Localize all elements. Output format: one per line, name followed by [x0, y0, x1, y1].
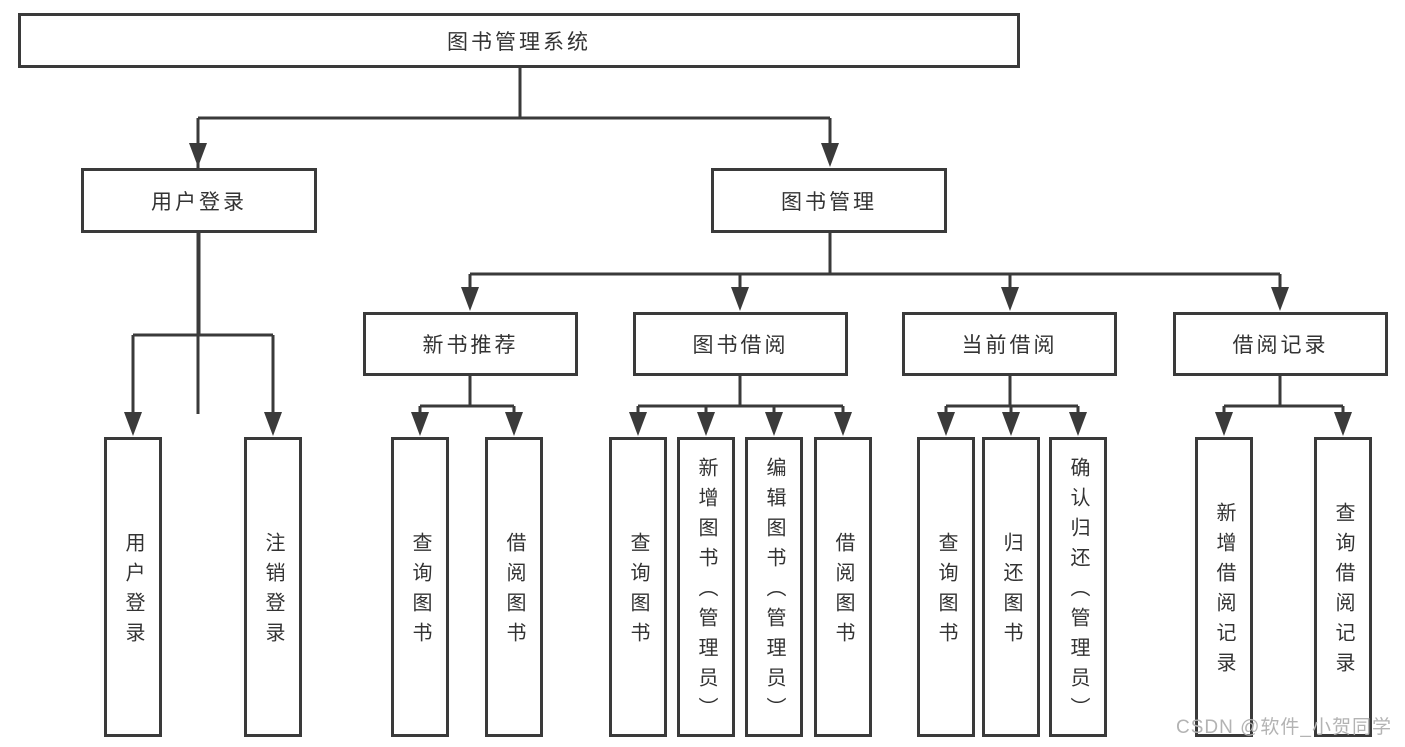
- arrow-down-icon: [731, 287, 749, 311]
- leaf-query-books-newbooks-label: 查询图书: [409, 532, 431, 652]
- connector-level3-buses: [420, 376, 1343, 408]
- arrow-down-icon: [1334, 412, 1352, 436]
- arrow-down-icon: [937, 412, 955, 436]
- connector-lines: [131, 67, 1345, 415]
- leaf-add-borrow-record-label: 新增借阅记录: [1213, 502, 1235, 682]
- leaf-query-books-current: 查询图书: [917, 437, 975, 737]
- leaf-user-login-label: 用户登录: [122, 532, 144, 652]
- node-user-login-label: 用户登录: [151, 190, 247, 214]
- node-borrow-records: 借阅记录: [1173, 312, 1388, 376]
- arrow-down-icon: [1001, 287, 1019, 311]
- node-user-login: 用户登录: [81, 168, 317, 233]
- root-node-label: 图书管理系统: [447, 30, 591, 54]
- leaf-query-books-borrowing-label: 查询图书: [627, 532, 649, 652]
- leaf-add-borrow-record: 新增借阅记录: [1195, 437, 1253, 737]
- leaf-query-borrow-record: 查询借阅记录: [1314, 437, 1372, 737]
- arrow-down-icon: [629, 412, 647, 436]
- node-new-book-recommend-label: 新书推荐: [422, 334, 519, 357]
- leaf-query-books-borrowing: 查询图书: [609, 437, 667, 737]
- connector-user-login-branch: [131, 233, 275, 415]
- arrow-down-icon: [124, 412, 142, 436]
- node-borrow-records-label: 借阅记录: [1232, 334, 1329, 357]
- arrow-down-icon: [1271, 287, 1289, 311]
- node-book-borrowing-label: 图书借阅: [692, 334, 789, 357]
- arrow-down-icon: [834, 412, 852, 436]
- arrow-down-icon: [697, 412, 715, 436]
- leaf-logout-label: 注销登录: [262, 532, 284, 652]
- node-book-management-label: 图书管理: [781, 190, 877, 214]
- node-book-management: 图书管理: [711, 168, 947, 233]
- leaf-edit-book-admin: 编辑图书（管理员）: [745, 437, 803, 737]
- leaf-user-login: 用户登录: [104, 437, 162, 737]
- arrow-down-icon: [264, 412, 282, 436]
- leaf-query-books-newbooks: 查询图书: [391, 437, 449, 737]
- leaf-borrow-books-newbooks: 借阅图书: [485, 437, 543, 737]
- connector-root-to-level2: [196, 67, 832, 414]
- csdn-watermark: CSDN @软件_小贺同学: [1176, 717, 1392, 738]
- leaf-query-borrow-record-label: 查询借阅记录: [1332, 502, 1354, 682]
- arrow-down-icon: [505, 412, 523, 436]
- arrowhead-icons: [124, 143, 1352, 436]
- leaf-add-book-admin-label: 新增图书（管理员）: [695, 457, 717, 727]
- arrow-down-icon: [411, 412, 429, 436]
- arrow-down-icon: [1215, 412, 1233, 436]
- leaf-borrow-books-borrowing: 借阅图书: [814, 437, 872, 737]
- node-current-borrowing-label: 当前借阅: [961, 334, 1058, 357]
- leaf-borrow-books-borrowing-label: 借阅图书: [832, 532, 854, 652]
- arrow-down-icon: [765, 412, 783, 436]
- arrow-down-icon: [1069, 412, 1087, 436]
- connector-book-mgmt-branch: [468, 233, 1282, 290]
- leaf-confirm-return-admin-label: 确认归还（管理员）: [1067, 457, 1089, 727]
- node-book-borrowing: 图书借阅: [633, 312, 848, 376]
- arrow-down-icon: [821, 143, 839, 167]
- leaf-query-books-current-label: 查询图书: [935, 532, 957, 652]
- leaf-return-books-label: 归还图书: [1000, 532, 1022, 652]
- leaf-add-book-admin: 新增图书（管理员）: [677, 437, 735, 737]
- connector-leaf-stems: [418, 406, 1345, 415]
- leaf-borrow-books-newbooks-label: 借阅图书: [503, 532, 525, 652]
- arrow-down-icon: [189, 143, 207, 167]
- arrow-down-icon: [1002, 412, 1020, 436]
- node-current-borrowing: 当前借阅: [902, 312, 1117, 376]
- node-new-book-recommend: 新书推荐: [363, 312, 578, 376]
- leaf-logout: 注销登录: [244, 437, 302, 737]
- leaf-confirm-return-admin: 确认归还（管理员）: [1049, 437, 1107, 737]
- root-node-library-management-system: 图书管理系统: [18, 13, 1020, 68]
- leaf-return-books: 归还图书: [982, 437, 1040, 737]
- arrow-down-icon: [461, 287, 479, 311]
- leaf-edit-book-admin-label: 编辑图书（管理员）: [763, 457, 785, 727]
